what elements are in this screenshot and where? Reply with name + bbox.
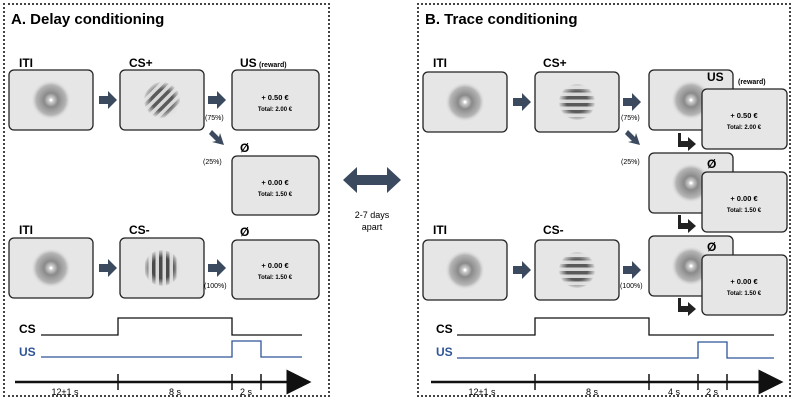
omission-symbol: Ø (240, 141, 249, 155)
outcome-total: Total: 2.00 € (727, 125, 762, 131)
double-arrow-icon (343, 167, 401, 193)
cs-minus-screen (534, 239, 620, 301)
panel-delay-conditioning: A. Delay conditioning ITI CS+ US (reward… (3, 3, 330, 397)
iti-label: ITI (19, 56, 33, 70)
outcome-total: Total: 2.00 € (258, 107, 293, 113)
cs-plus-label: CS+ (543, 56, 567, 70)
cs-trace (457, 317, 774, 336)
probability-25: (25%) (621, 159, 640, 166)
timeline-label: 4 s (668, 387, 681, 397)
timeline-label: 2 s (706, 387, 719, 397)
iti-label: ITI (433, 223, 447, 237)
iti-screen (422, 239, 508, 301)
probability-100: (100%) (620, 283, 643, 290)
omission-screen: + 0.00 € Total: 1.50 € (701, 171, 788, 233)
cs-plus-label: CS+ (129, 56, 153, 70)
arrow-icon (208, 91, 226, 109)
outcome-total: Total: 1.50 € (258, 192, 293, 198)
cs-trace-label: CS (436, 322, 453, 336)
cs-trace-label: CS (19, 322, 36, 336)
outcome-amount: + 0.50 € (261, 93, 289, 102)
arrow-icon (625, 130, 640, 145)
reward-label: (reward) (738, 79, 766, 86)
iti-screen (8, 237, 94, 299)
arrow-icon (513, 93, 531, 111)
outcome-total: Total: 1.50 € (258, 275, 293, 281)
separation-indicator: 2-7 days apart (343, 167, 401, 232)
timeline-label: 8 s (586, 387, 599, 397)
omission-screen: + 0.00 € Total: 1.50 € (231, 155, 320, 216)
omission-symbol: Ø (240, 225, 249, 239)
bent-arrow-icon (678, 133, 696, 151)
probability-100: (100%) (204, 283, 227, 290)
probability-75: (75%) (205, 115, 224, 122)
iti-screen (422, 71, 508, 133)
arrow-icon (623, 93, 641, 111)
cs-minus-label: CS- (129, 223, 150, 237)
outcome-amount: + 0.00 € (261, 261, 289, 270)
us-label: US (707, 70, 724, 84)
omission-screen: + 0.00 € Total: 1.50 € (231, 239, 320, 300)
cs-plus-screen (119, 69, 205, 131)
outcome-amount: + 0.00 € (730, 277, 758, 286)
cs-minus-label: CS- (543, 223, 564, 237)
separation-line-2: apart (362, 222, 383, 232)
us-trace (41, 340, 302, 358)
bent-arrow-icon (678, 298, 696, 316)
separation-line-1: 2-7 days (355, 210, 390, 220)
bent-arrow-icon (678, 215, 696, 233)
arrow-icon (623, 261, 641, 279)
omission-screen: + 0.00 € Total: 1.50 € (701, 254, 788, 316)
iti-screen (8, 69, 94, 131)
outcome-amount: + 0.00 € (261, 178, 289, 187)
cs-plus-screen (534, 71, 620, 133)
us-trace (457, 341, 774, 359)
arrow-icon (99, 259, 117, 277)
cs-trace (41, 317, 302, 336)
arrow-icon (99, 91, 117, 109)
timeline-label: 12±1 s (469, 387, 496, 397)
delay-diagram: A. Delay conditioning ITI CS+ US (reward… (8, 11, 320, 397)
trace-diagram: B. Trace conditioning ITI CS+ (75%) US (… (422, 11, 788, 397)
us-trace-label: US (436, 345, 453, 359)
us-reward-screen: + 0.50 € Total: 2.00 € (231, 69, 320, 131)
timeline-label: 2 s (240, 387, 253, 397)
outcome-total: Total: 1.50 € (727, 208, 762, 214)
timeline-label: 8 s (169, 387, 182, 397)
probability-25: (25%) (203, 159, 222, 166)
outcome-amount: + 0.50 € (730, 111, 758, 120)
arrow-icon (513, 261, 531, 279)
cs-minus-screen (119, 237, 205, 299)
reward-label: (reward) (259, 62, 287, 69)
arrow-icon (208, 259, 226, 277)
iti-label: ITI (19, 223, 33, 237)
outcome-amount: + 0.00 € (730, 194, 758, 203)
omission-symbol: Ø (707, 157, 716, 171)
panel-a-title: A. Delay conditioning (11, 11, 164, 28)
outcome-total: Total: 1.50 € (727, 291, 762, 297)
us-label: US (240, 56, 257, 70)
us-trace-label: US (19, 345, 36, 359)
us-reward-screen: + 0.50 € Total: 2.00 € (701, 88, 788, 150)
timeline-label: 12±1 s (52, 387, 79, 397)
probability-75: (75%) (621, 115, 640, 122)
omission-symbol: Ø (707, 240, 716, 254)
arrow-icon (209, 130, 224, 145)
panel-trace-conditioning: B. Trace conditioning ITI CS+ (75%) US (… (417, 3, 791, 397)
panel-b-title: B. Trace conditioning (425, 11, 578, 28)
iti-label: ITI (433, 56, 447, 70)
